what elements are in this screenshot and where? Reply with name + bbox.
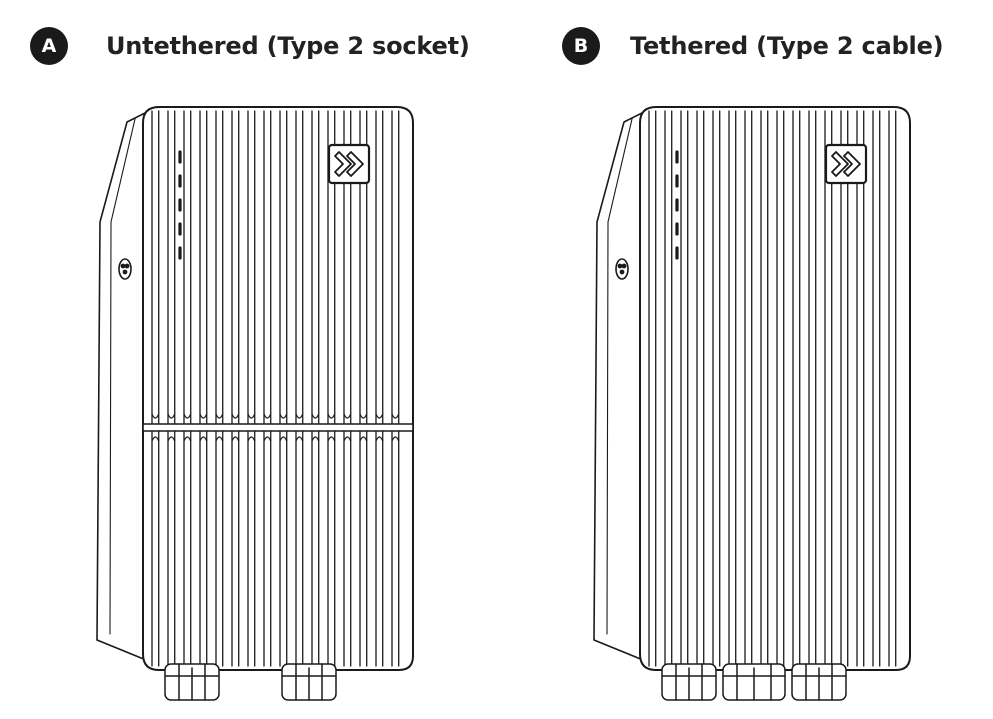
charger-device	[593, 106, 911, 701]
connector-icon	[615, 258, 629, 280]
cable-gland	[661, 663, 717, 701]
split-notch	[327, 413, 336, 419]
side-panel-edge	[109, 118, 136, 635]
cable-glands	[164, 663, 337, 701]
panel-header-a: A Untethered (Type 2 socket)	[30, 26, 470, 66]
split-notch	[343, 413, 352, 419]
cover-ribs	[151, 110, 400, 667]
split-notch	[279, 413, 288, 419]
split-notch	[199, 413, 208, 419]
front-body	[142, 106, 414, 671]
cable-glands	[661, 663, 847, 701]
split-notch	[359, 413, 368, 419]
split-notch	[359, 436, 368, 442]
split-notch	[263, 413, 272, 419]
split-notch	[151, 413, 160, 419]
charger-drawing-tethered	[593, 106, 911, 701]
split-notch	[215, 436, 224, 442]
split-notch	[375, 413, 384, 419]
split-notch	[375, 436, 384, 442]
split-notch	[151, 436, 160, 442]
split-notch	[391, 436, 400, 442]
charger-device	[96, 106, 414, 701]
badge-b: B	[562, 27, 600, 65]
split-notch	[295, 413, 304, 419]
cable-gland	[791, 663, 847, 701]
split-notch	[311, 436, 320, 442]
front-body	[639, 106, 911, 671]
connector-icon	[118, 258, 132, 280]
cover-split	[142, 423, 414, 432]
cable-gland	[281, 663, 337, 701]
split-notch	[183, 413, 192, 419]
panel-untethered: A Untethered (Type 2 socket)	[30, 26, 470, 701]
split-notch	[167, 413, 176, 419]
split-notch	[231, 413, 240, 419]
cable-gland	[164, 663, 220, 701]
split-notches	[151, 413, 400, 442]
split-notch	[311, 413, 320, 419]
split-notch	[295, 436, 304, 442]
cable-gland	[722, 663, 786, 701]
badge-a: A	[30, 27, 68, 65]
charger-logo-icon	[824, 143, 868, 185]
title-tethered: Tethered (Type 2 cable)	[630, 32, 944, 60]
split-notch	[215, 413, 224, 419]
split-notch	[327, 436, 336, 442]
split-notch	[343, 436, 352, 442]
split-notch	[263, 436, 272, 442]
cover-ribs	[648, 110, 897, 667]
split-notch	[247, 436, 256, 442]
side-panel-edge	[606, 118, 633, 635]
split-notch	[199, 436, 208, 442]
charger-logo-icon	[327, 143, 371, 185]
panel-header-b: B Tethered (Type 2 cable)	[562, 26, 944, 66]
split-notch	[247, 413, 256, 419]
split-notch	[391, 413, 400, 419]
charger-drawing-untethered	[96, 106, 414, 701]
split-notch	[231, 436, 240, 442]
title-untethered: Untethered (Type 2 socket)	[106, 32, 470, 60]
split-notch	[167, 436, 176, 442]
panel-tethered: B Tethered (Type 2 cable)	[497, 0, 993, 719]
split-notch	[279, 436, 288, 442]
split-notch	[183, 436, 192, 442]
